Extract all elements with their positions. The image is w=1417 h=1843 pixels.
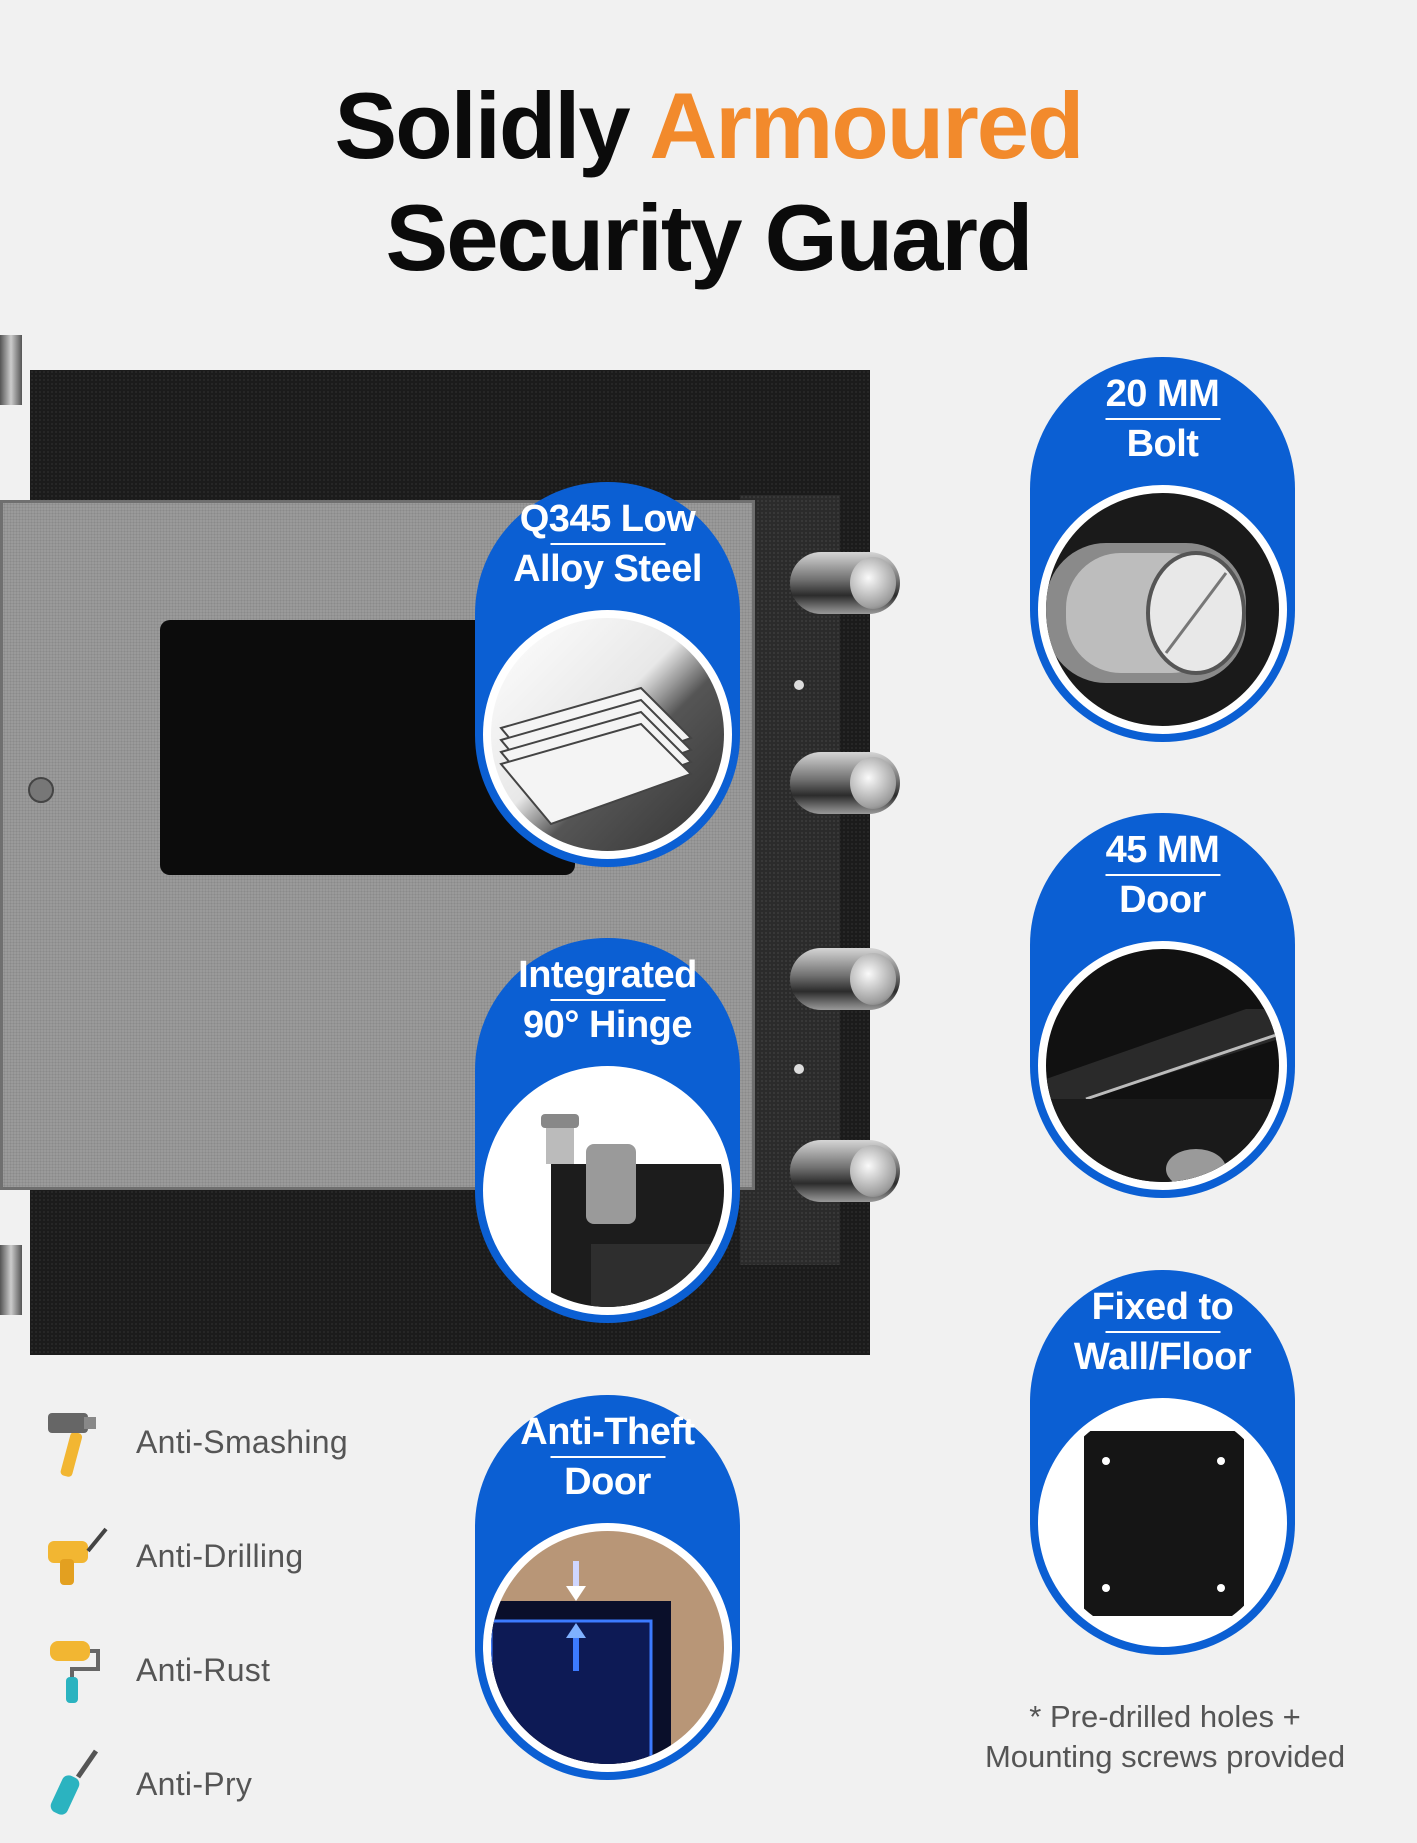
locking-bolt-icon xyxy=(790,752,900,814)
headline-plain: Solidly xyxy=(334,73,650,178)
bolt-icon xyxy=(1038,485,1287,734)
card-title-line2: Alloy Steel xyxy=(513,548,702,590)
door-gap-icon xyxy=(483,1523,732,1772)
card-title-line1: Anti-Theft xyxy=(520,1411,695,1453)
safe-door-edge xyxy=(740,495,840,1265)
feature-card-mounting: Fixed to Wall/Floor xyxy=(1030,1270,1295,1655)
headline-accent: Armoured xyxy=(649,73,1084,178)
feature-label: Anti-Rust xyxy=(136,1652,271,1688)
door-screw-icon xyxy=(28,777,54,803)
paint-roller-icon xyxy=(38,1635,108,1705)
feature-card-hinge: Integrated 90° Hinge xyxy=(475,938,740,1323)
mounting-note-line2: Mounting screws provided xyxy=(984,1739,1346,1774)
bottom-hinge-icon xyxy=(0,1245,22,1315)
card-divider xyxy=(550,1456,665,1458)
card-title-line1: Fixed to xyxy=(1091,1286,1234,1328)
card-divider xyxy=(1105,874,1220,876)
door-thickness-icon xyxy=(1038,941,1287,1190)
card-title-line2: Bolt xyxy=(1126,423,1199,465)
card-title-line2: Wall/Floor xyxy=(1073,1336,1252,1378)
steel-sheets-icon xyxy=(483,610,732,859)
card-divider xyxy=(1105,1331,1220,1333)
feature-label: Anti-Smashing xyxy=(136,1424,348,1460)
card-title-line1: Q345 Low xyxy=(519,498,696,540)
mounting-plate-icon xyxy=(1038,1398,1287,1647)
locking-bolt-icon xyxy=(790,948,900,1010)
locking-bolt-icon xyxy=(790,552,900,614)
top-hinge-icon xyxy=(0,335,22,405)
card-title-line2: Door xyxy=(564,1461,651,1503)
bolt-hole-icon xyxy=(794,1064,804,1074)
drill-icon xyxy=(38,1521,108,1591)
card-title-line2: 90° Hinge xyxy=(522,1004,693,1046)
card-divider xyxy=(1105,418,1220,420)
hinge-icon xyxy=(483,1066,732,1315)
headline-line-1: Solidly Armoured xyxy=(0,70,1417,182)
feature-card-steel: Q345 Low Alloy Steel xyxy=(475,482,740,867)
feature-card-bolt: 20 MM Bolt xyxy=(1030,357,1295,742)
screwdriver-icon xyxy=(38,1749,108,1819)
card-title-line1: Integrated xyxy=(518,954,697,996)
card-title-line2: Door xyxy=(1119,879,1206,921)
card-divider xyxy=(550,543,665,545)
mounting-note-line1: * Pre-drilled holes + xyxy=(1029,1699,1301,1734)
feature-label: Anti-Drilling xyxy=(136,1538,304,1574)
feature-label: Anti-Pry xyxy=(136,1766,253,1802)
card-title-line1: 45 MM xyxy=(1105,829,1220,871)
feature-card-door-thickness: 45 MM Door xyxy=(1030,813,1295,1198)
card-title-line1: 20 MM xyxy=(1105,373,1220,415)
headline-line-2: Security Guard xyxy=(385,185,1034,290)
feature-card-anti-theft: Anti-Theft Door xyxy=(475,1395,740,1780)
bolt-hole-icon xyxy=(794,680,804,690)
hammer-icon xyxy=(38,1407,108,1477)
locking-bolt-icon xyxy=(790,1140,900,1202)
card-divider xyxy=(550,999,665,1001)
